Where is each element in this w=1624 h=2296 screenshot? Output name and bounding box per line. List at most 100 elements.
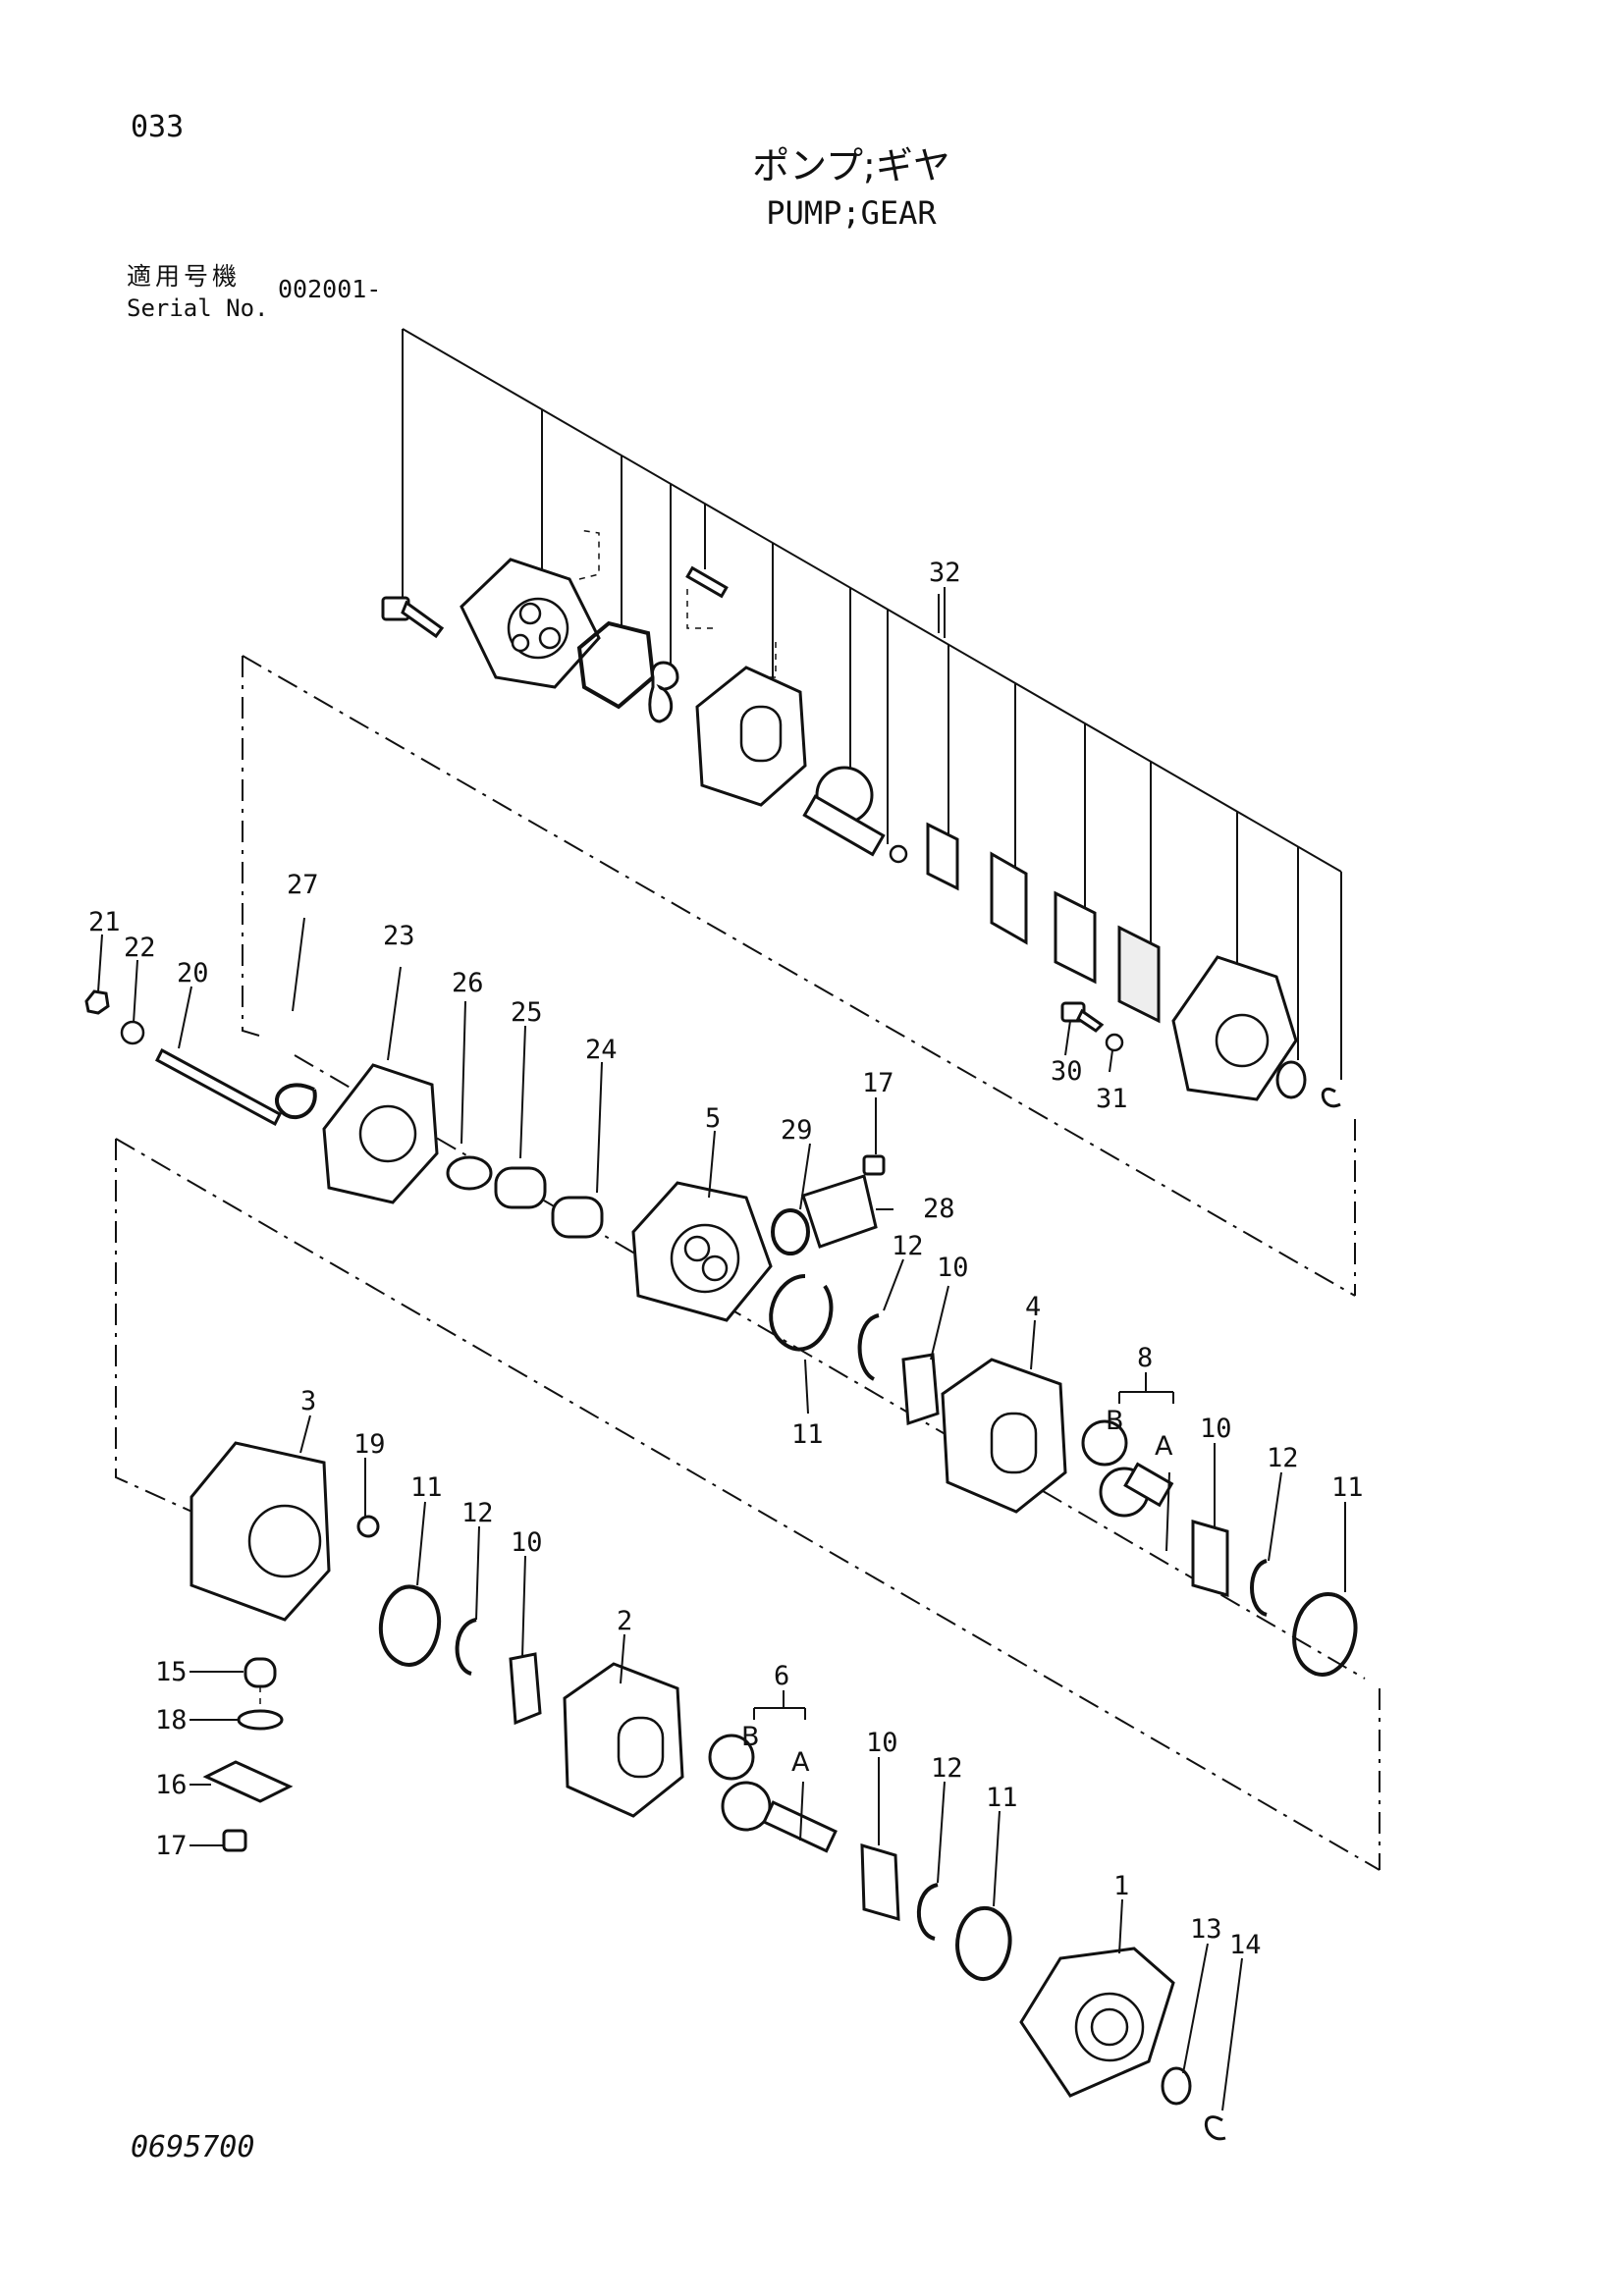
thrust-plate-icon bbox=[926, 822, 959, 891]
seal-12d-icon bbox=[916, 1883, 939, 1941]
washer-31-icon bbox=[1105, 1033, 1124, 1052]
pin-icon bbox=[685, 565, 729, 599]
oil-seal-icon bbox=[1275, 1060, 1307, 1099]
housing-2-icon bbox=[563, 1662, 684, 1818]
callout-labels: 32 27 23 21 22 20 26 25 24 30 31 5 17 29… bbox=[88, 558, 1364, 1960]
backup-ring-11b-icon bbox=[1292, 1592, 1358, 1677]
callout-16: 16 bbox=[155, 1770, 188, 1800]
callout-4: 4 bbox=[1025, 1292, 1041, 1322]
callout-3: 3 bbox=[300, 1386, 316, 1416]
top-parts bbox=[381, 558, 1341, 1108]
callout-21: 21 bbox=[88, 907, 121, 937]
plug-19-icon bbox=[356, 1515, 380, 1538]
page-number: 033 bbox=[131, 110, 185, 144]
plug-15-icon bbox=[244, 1657, 277, 1688]
callout-10-d: 10 bbox=[866, 1728, 898, 1758]
callout-8: 8 bbox=[1137, 1343, 1153, 1373]
callout-12-a: 12 bbox=[892, 1231, 924, 1261]
rear-cover-icon bbox=[1171, 955, 1298, 1101]
stud-bolt-icon bbox=[155, 1047, 282, 1127]
body-3-icon bbox=[189, 1441, 331, 1622]
backup-ring-11-icon bbox=[769, 1274, 834, 1352]
callout-17-top: 17 bbox=[862, 1068, 894, 1098]
callout-11-d: 11 bbox=[986, 1783, 1018, 1813]
callout-26: 26 bbox=[452, 968, 484, 998]
callout-25: 25 bbox=[511, 997, 543, 1028]
callout-32: 32 bbox=[929, 558, 961, 588]
callout-8-b: B bbox=[1106, 1406, 1124, 1436]
callout-19: 19 bbox=[353, 1429, 386, 1460]
cover-28-icon bbox=[801, 1174, 878, 1249]
oil-seal-13-icon bbox=[1161, 2066, 1192, 2106]
serial-label-japanese: 適用号機 bbox=[127, 262, 242, 291]
side-plate-icon bbox=[990, 851, 1028, 945]
lower-frame bbox=[115, 1138, 1380, 1871]
bushing-25-icon bbox=[494, 1166, 547, 1209]
gear-housing-icon bbox=[695, 666, 807, 807]
callout-8-a: A bbox=[1155, 1431, 1173, 1462]
callout-18: 18 bbox=[155, 1705, 188, 1735]
front-cover-1-icon bbox=[1019, 1947, 1175, 2098]
callout-20: 20 bbox=[177, 958, 209, 988]
bushing-24-icon bbox=[551, 1196, 604, 1239]
backup-ring-11d-icon bbox=[955, 1906, 1012, 1981]
callout-29: 29 bbox=[781, 1115, 813, 1146]
front-flange-icon bbox=[322, 1063, 439, 1204]
cover-plate-icon bbox=[460, 558, 601, 689]
callout-5: 5 bbox=[705, 1103, 721, 1134]
bolt-17b-icon bbox=[222, 1829, 247, 1852]
callout-22: 22 bbox=[124, 933, 156, 963]
washer-icon bbox=[120, 1020, 145, 1045]
callout-12-d: 12 bbox=[931, 1753, 963, 1784]
callout-1: 1 bbox=[1113, 1871, 1129, 1901]
lower-parts bbox=[189, 1441, 1226, 2141]
o-ring-18-icon bbox=[237, 1709, 284, 1731]
gear-shaft-icon bbox=[802, 766, 908, 864]
callout-13: 13 bbox=[1190, 1914, 1222, 1945]
gear-pair-8-icon bbox=[1081, 1419, 1174, 1518]
title-japanese: ポンプ;ギヤ bbox=[752, 144, 950, 187]
callout-15: 15 bbox=[155, 1657, 188, 1687]
callout-11-c: 11 bbox=[410, 1472, 443, 1503]
plate-10-icon bbox=[901, 1353, 940, 1426]
callout-6: 6 bbox=[774, 1661, 789, 1691]
callout-2: 2 bbox=[617, 1606, 632, 1636]
plate-10d-icon bbox=[860, 1842, 900, 1922]
o-ring-26-icon bbox=[446, 1155, 493, 1191]
title-english: PUMP;GEAR bbox=[766, 194, 937, 232]
o-ring-29-icon bbox=[771, 1208, 810, 1255]
callout-10-b: 10 bbox=[1200, 1414, 1232, 1444]
callout-30: 30 bbox=[1051, 1056, 1083, 1087]
seal-12-icon bbox=[857, 1313, 880, 1381]
drawing-number: 0695700 bbox=[131, 2130, 255, 2164]
seal-plate-icon bbox=[648, 661, 679, 723]
callout-27: 27 bbox=[287, 870, 319, 900]
callout-6-a: A bbox=[791, 1747, 810, 1778]
callout-17-bottom: 17 bbox=[155, 1831, 188, 1861]
callout-24: 24 bbox=[585, 1035, 618, 1065]
o-ring-icon bbox=[275, 1083, 317, 1120]
plate-16-icon bbox=[202, 1760, 294, 1803]
callout-23: 23 bbox=[383, 921, 415, 951]
nut-icon bbox=[84, 989, 110, 1015]
seal-ring-plate-icon bbox=[1117, 925, 1161, 1024]
wear-plate-icon bbox=[1054, 890, 1097, 985]
backup-ring-11c-icon bbox=[378, 1584, 442, 1667]
plate-10c-icon bbox=[509, 1652, 542, 1726]
seal-12c-icon bbox=[455, 1618, 477, 1676]
callout-11-b: 11 bbox=[1331, 1472, 1364, 1503]
body-5-icon bbox=[631, 1181, 773, 1322]
callout-31: 31 bbox=[1096, 1084, 1128, 1114]
plate-10b-icon bbox=[1191, 1520, 1229, 1597]
seal-12b-icon bbox=[1250, 1559, 1268, 1617]
gear-pair-6-icon bbox=[708, 1734, 838, 1853]
serial-label-english: Serial No. bbox=[127, 294, 269, 322]
snap-ring-14-icon bbox=[1205, 2115, 1226, 2141]
bolt-17-icon bbox=[862, 1154, 886, 1176]
callout-11-a: 11 bbox=[791, 1419, 824, 1450]
callout-6-b: B bbox=[741, 1722, 760, 1752]
callout-10-a: 10 bbox=[937, 1253, 969, 1283]
leader-lines bbox=[97, 587, 1346, 2111]
snap-ring-icon bbox=[1321, 1088, 1341, 1108]
